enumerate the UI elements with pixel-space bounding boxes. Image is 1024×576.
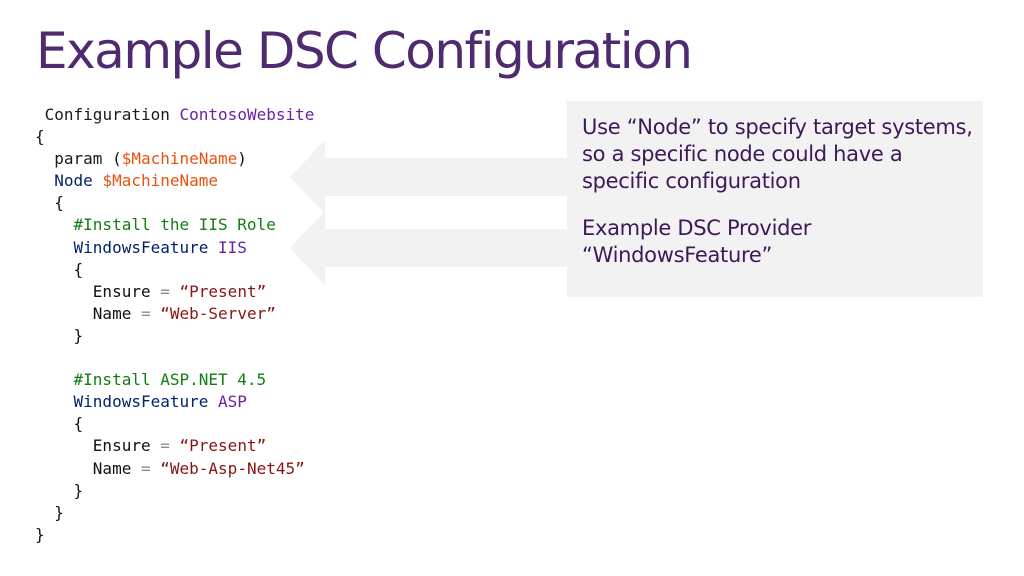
code-line-configuration: Configuration ContosoWebsite	[35, 104, 315, 126]
arrow-to-node-line	[290, 140, 567, 214]
code-keyword: Configuration	[44, 105, 170, 124]
code-brace: {	[35, 127, 45, 147]
callout-text: Use “Node” to specify target systems, so…	[582, 114, 977, 289]
code-brace: {	[73, 414, 84, 434]
equals-operator: =	[160, 281, 170, 301]
code-comment: #Install ASP.NET 4.5	[73, 370, 267, 390]
property-value: “Web-Server”	[160, 303, 276, 323]
code-line-name: Name = “Web-Asp-Net45”	[35, 458, 314, 480]
code-line-comment: #Install the IIS Role	[35, 214, 314, 236]
code-variable: $MachineName	[102, 171, 219, 191]
code-keyword: WindowsFeature	[73, 392, 209, 412]
code-brace: }	[35, 524, 45, 544]
code-block: Configuration ContosoWebsite { param ($M…	[35, 104, 314, 546]
property-key: Name	[92, 303, 132, 323]
code-keyword: WindowsFeature	[73, 237, 209, 257]
code-brace: }	[73, 325, 84, 345]
property-value: “Present”	[179, 436, 267, 456]
code-line-brace-open: {	[35, 413, 314, 435]
property-value: “Present”	[179, 281, 267, 301]
code-brace: }	[73, 480, 84, 500]
code-line-comment: #Install ASP.NET 4.5	[35, 369, 314, 391]
callout-box	[567, 101, 983, 297]
property-value: “Web-Asp-Net45”	[160, 458, 305, 478]
code-line-ensure: Ensure = “Present”	[35, 281, 314, 303]
code-line-ensure: Ensure = “Present”	[35, 435, 314, 457]
equals-operator: =	[160, 436, 170, 456]
callout-point-node: Use “Node” to specify target systems, so…	[582, 115, 973, 193]
feature-name: IIS	[218, 237, 247, 257]
code-line-brace-close: }	[35, 480, 314, 502]
code-line-node: Node $MachineName	[35, 170, 314, 192]
code-line-brace-close: }	[35, 325, 314, 347]
code-line-brace-open: {	[35, 192, 314, 214]
code-brace: }	[54, 502, 64, 522]
code-brace: {	[73, 259, 84, 279]
equals-operator: =	[140, 303, 151, 323]
code-line-brace-open: {	[35, 259, 314, 281]
code-brace: {	[54, 193, 64, 213]
feature-name: ASP	[218, 392, 247, 412]
code-line-feature: WindowsFeature IIS	[35, 237, 314, 259]
property-key: Ensure	[92, 436, 151, 456]
code-line-feature: WindowsFeature ASP	[35, 391, 314, 413]
code-line-name: Name = “Web-Server”	[35, 303, 314, 325]
equals-operator: =	[140, 458, 151, 478]
code-variable: $MachineName	[121, 149, 238, 169]
code-line-brace-close: }	[35, 502, 314, 524]
property-key: Name	[92, 458, 132, 478]
callout-point-provider: Example DSC Provider “WindowsFeature”	[582, 216, 812, 267]
code-line-brace-open: {	[35, 126, 314, 148]
code-line-brace-close: }	[35, 524, 314, 546]
code-comment: #Install the IIS Role	[73, 215, 276, 235]
code-keyword: param	[54, 149, 103, 169]
code-keyword: Node	[54, 171, 93, 191]
code-line-blank	[35, 347, 314, 369]
arrow-to-windowsfeature-line	[290, 211, 567, 285]
slide-title: Example DSC Configuration	[36, 22, 693, 80]
code-line-param: param ($MachineName)	[54, 149, 247, 169]
property-key: Ensure	[92, 281, 151, 301]
configuration-name: ContosoWebsite	[179, 105, 315, 124]
